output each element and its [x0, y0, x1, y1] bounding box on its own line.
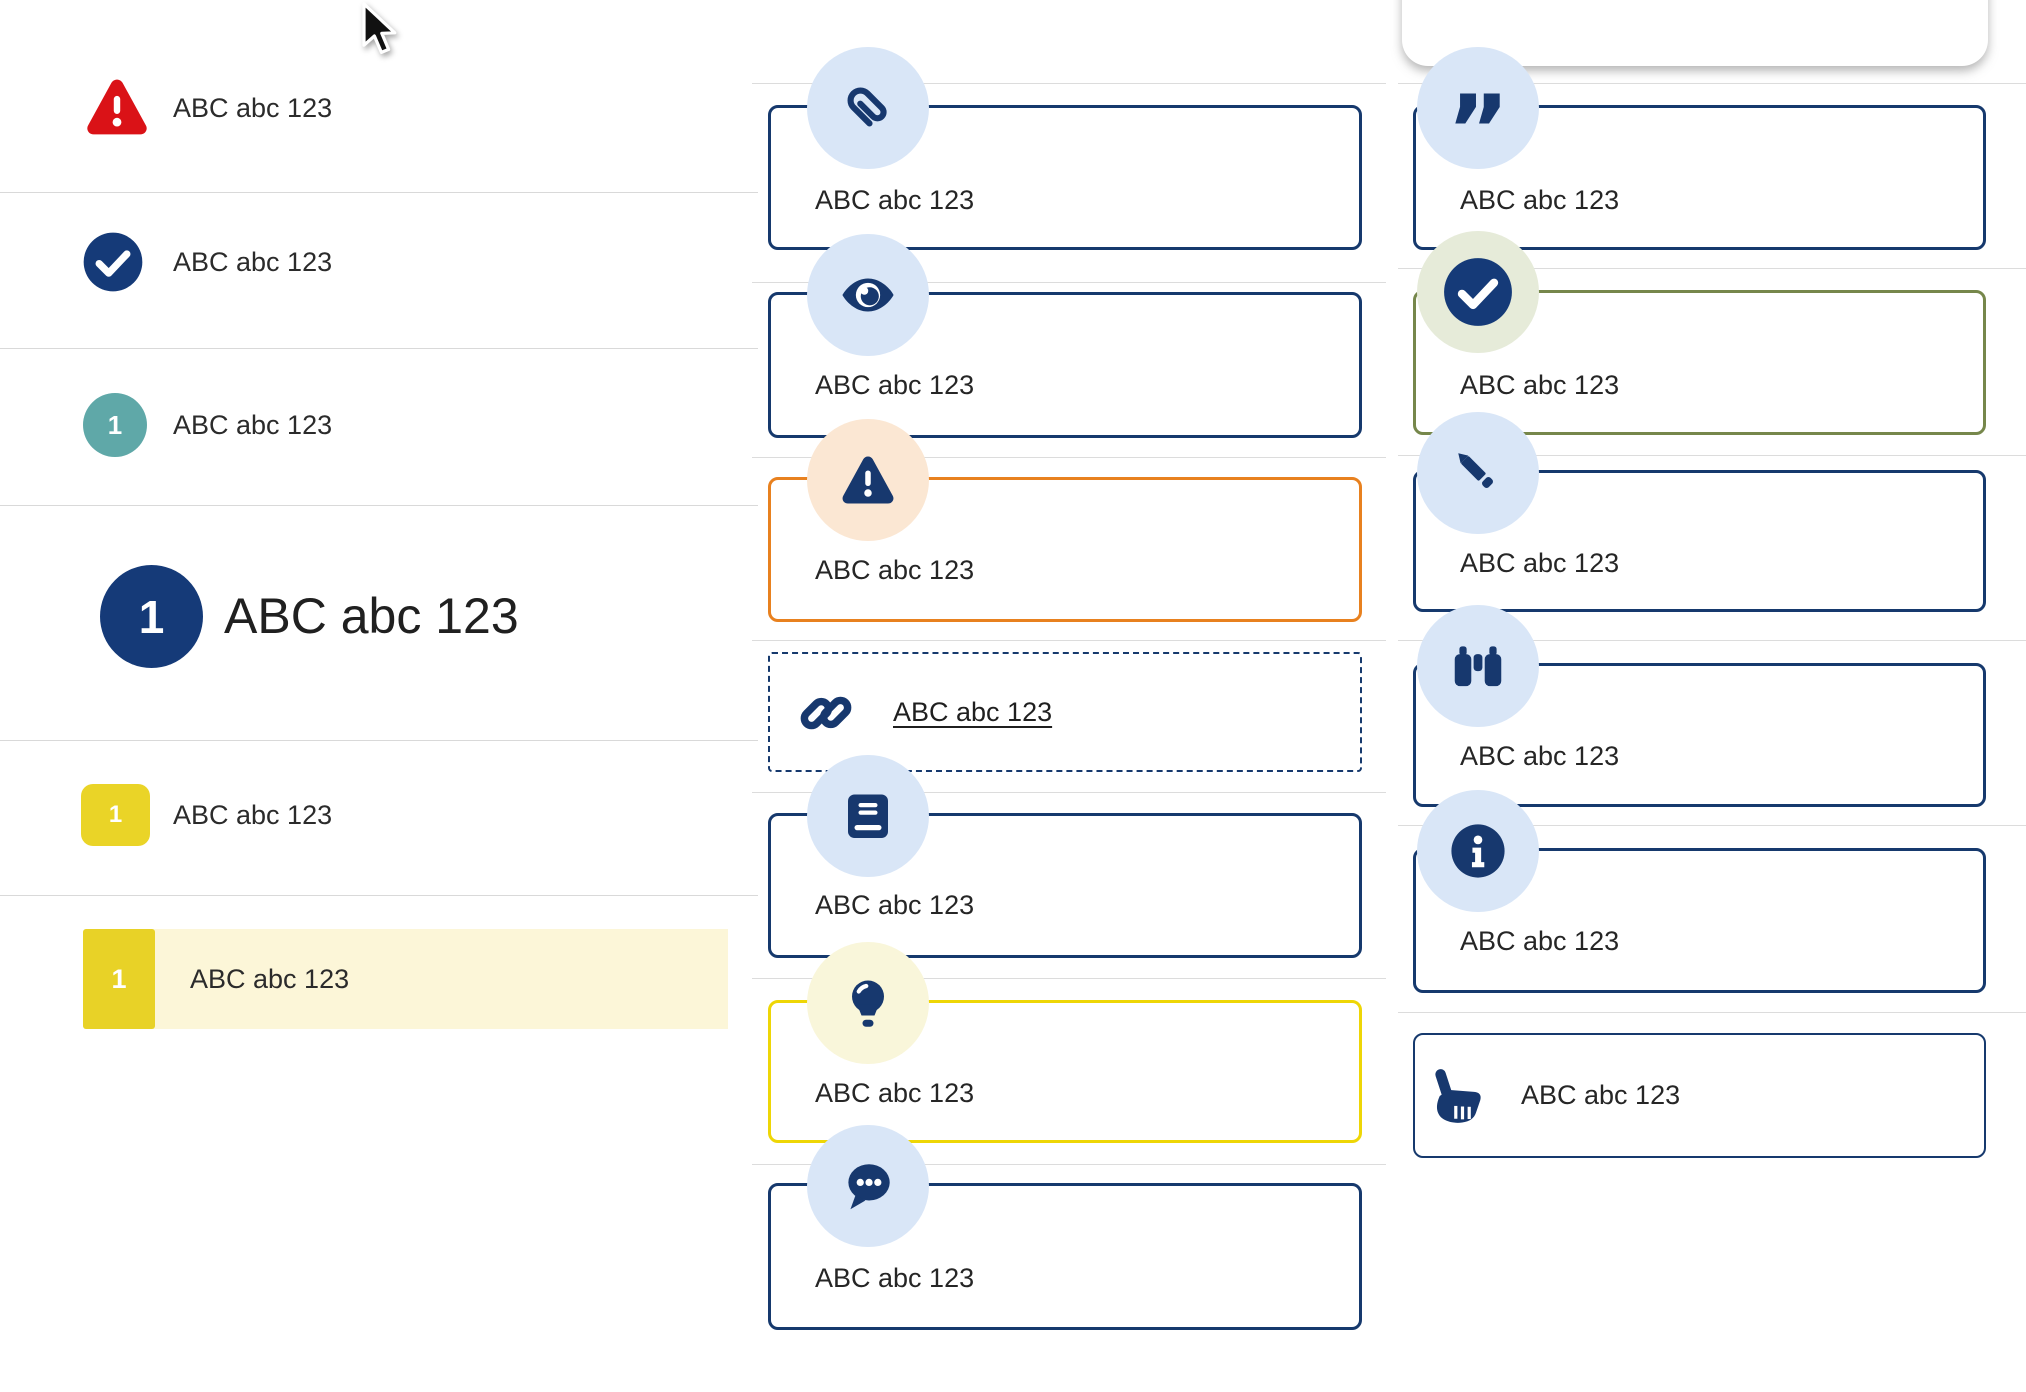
list-item-heading: ABC abc 123	[224, 588, 519, 644]
chat-icon	[807, 1125, 929, 1247]
callout-label: ABC abc 123	[1460, 548, 1620, 578]
number-badge-teal: 1	[83, 393, 147, 457]
callout-box	[768, 105, 1362, 250]
book-icon	[807, 755, 929, 877]
list-item-label: ABC abc 123	[173, 800, 333, 830]
callout-label: ABC abc 123	[1460, 370, 1620, 400]
middle-divider	[752, 83, 1386, 84]
left-divider	[0, 740, 758, 741]
middle-divider	[752, 457, 1386, 458]
right-divider	[1398, 640, 2026, 641]
callout-label: ABC abc 123	[1460, 926, 1620, 956]
list-item-label: ABC abc 123	[173, 247, 333, 277]
eye-icon	[807, 234, 929, 356]
left-divider	[0, 348, 758, 349]
right-divider	[1398, 1012, 2026, 1013]
check-circle-icon	[81, 230, 145, 294]
right-divider	[1398, 825, 2026, 826]
callout-link[interactable]: ABC abc 123	[893, 697, 1053, 727]
binoculars-icon	[1417, 605, 1539, 727]
alert-triangle-icon	[79, 72, 155, 142]
callout-label: ABC abc 123	[815, 370, 975, 400]
check-circle-icon	[1417, 231, 1539, 353]
number-badge-navy-large: 1	[100, 565, 203, 668]
svg-text:”: ”	[1446, 76, 1509, 140]
callout-label: ABC abc 123	[815, 890, 975, 920]
number-tab-yellow: 1	[81, 784, 150, 846]
middle-divider	[752, 640, 1386, 641]
callout-box-dashed	[768, 652, 1362, 772]
callout-label: ABC abc 123	[1460, 185, 1620, 215]
left-divider	[0, 895, 758, 896]
info-icon	[1417, 790, 1539, 912]
number-tab-yellow-highlighted: 1	[83, 929, 155, 1029]
middle-divider	[752, 978, 1386, 979]
middle-divider	[752, 1164, 1386, 1165]
quote-icon: ”	[1417, 47, 1539, 169]
pencil-icon	[1417, 412, 1539, 534]
callout-label: ABC abc 123	[815, 1263, 975, 1293]
list-item-label: ABC abc 123	[173, 93, 333, 123]
highlight-band	[90, 929, 728, 1029]
hand-pointer-icon	[1424, 1058, 1494, 1134]
callout-label: ABC abc 123	[815, 555, 975, 585]
paperclip-icon	[807, 47, 929, 169]
callout-label: ABC abc 123	[1521, 1080, 1681, 1110]
left-divider	[0, 192, 758, 193]
callout-label: ABC abc 123	[815, 185, 975, 215]
callout-box	[1413, 1033, 1986, 1158]
list-item-label: ABC abc 123	[190, 964, 350, 994]
right-divider	[1398, 83, 2026, 84]
right-divider	[1398, 455, 2026, 456]
middle-divider	[752, 792, 1386, 793]
middle-divider	[752, 282, 1386, 283]
right-divider	[1398, 268, 2026, 269]
left-divider	[0, 505, 758, 506]
mouse-cursor-icon	[360, 2, 408, 64]
callout-label: ABC abc 123	[815, 1078, 975, 1108]
lightbulb-icon	[807, 942, 929, 1064]
warning-icon	[807, 419, 929, 541]
list-item-label: ABC abc 123	[173, 410, 333, 440]
link-icon	[793, 680, 859, 746]
callout-label: ABC abc 123	[1460, 741, 1620, 771]
